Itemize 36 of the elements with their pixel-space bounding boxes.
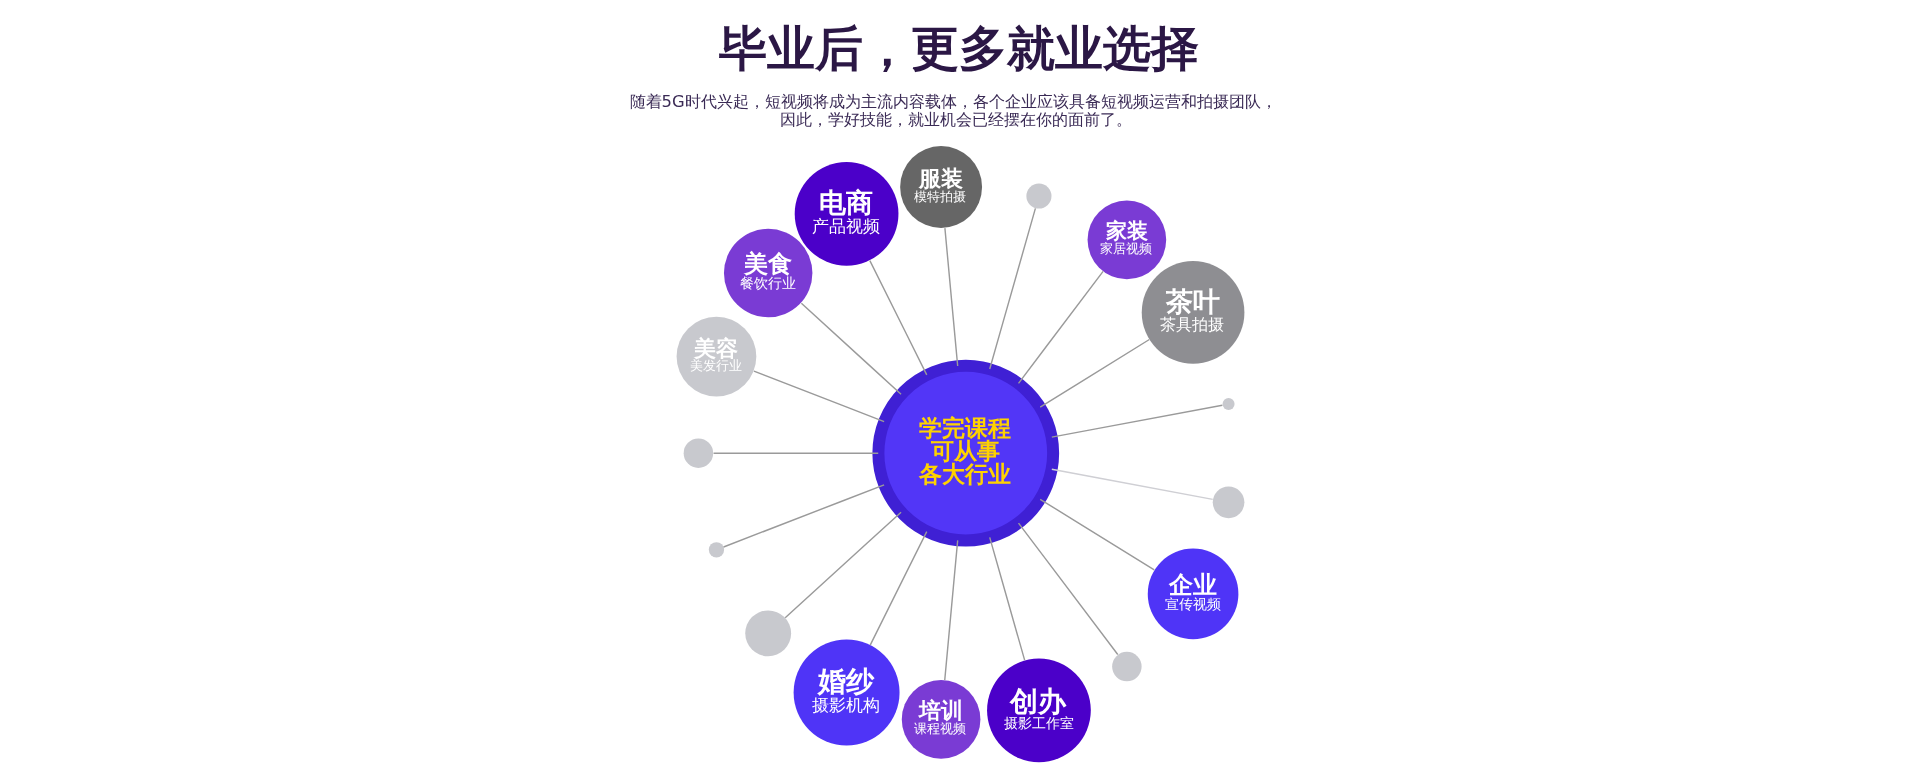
node-circle [1222,398,1235,411]
node-circle: 培训 课程视频 [901,680,980,759]
connector [869,530,927,646]
node-circle: 服装 模特拍摄 [899,146,982,228]
connector [752,370,885,423]
connector [868,259,927,376]
connector [988,207,1036,370]
connector [722,484,885,548]
node-circle [1025,183,1051,209]
connector [800,302,902,395]
connector [1017,270,1104,385]
node-circle [708,542,724,558]
connector [712,452,879,454]
diagram-title: 毕业后，更多就业选择 [718,20,1199,77]
connector [784,511,902,619]
node-circle [1111,651,1142,682]
node-circle [683,438,713,468]
node-circle: 家装 家居视频 [1087,200,1166,280]
connector [1017,522,1118,656]
connector [943,539,958,681]
node-circle: 美食 餐饮行业 [723,228,812,318]
connector [943,227,958,367]
node-circle [1212,486,1244,519]
node-circle: 企业 宣传视频 [1147,548,1238,640]
caption: 随着5G时代兴起，短视频将成为主流内容载体，各个企业应该具备短视频运营和拍摄团队，因此，学好技能，就业机会已经摆在你的面前了。 [629,91,1277,130]
connector [1050,468,1213,501]
connector [988,536,1025,661]
node-circle: 学完课程可从事各大行业 [871,359,1059,547]
connector [1050,404,1223,438]
connector [1039,338,1150,408]
node-circle: 茶叶 茶具拍摄 [1141,261,1244,364]
node-circle: 婚纱 摄影机构 [793,639,900,746]
node-circle: 创办 摄影工作室 [986,658,1091,763]
connector [1039,498,1155,571]
node-circle: 电商 产品视频 [794,162,898,266]
node-circle [744,610,791,657]
